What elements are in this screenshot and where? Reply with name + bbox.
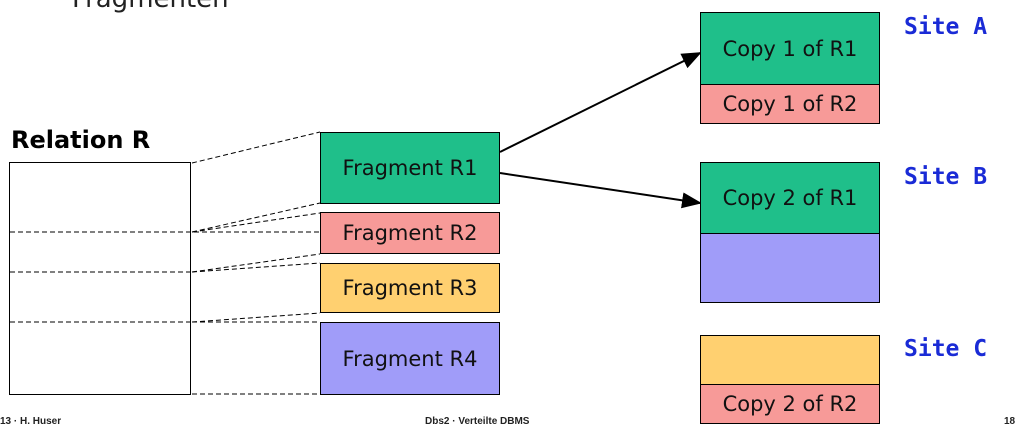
fragment-r3: Fragment R3	[320, 263, 500, 313]
site-c-copy-r2: Copy 2 of R2	[700, 384, 880, 424]
site-a-copy-r2: Copy 1 of R2	[700, 84, 880, 124]
footer-center: Dbs2 · Verteilte DBMS	[425, 416, 530, 427]
arrow-to-site-b	[499, 172, 702, 209]
site-b-label: Site B	[904, 164, 988, 190]
site-b-copy-r1: Copy 2 of R1	[700, 162, 880, 234]
relation-box	[9, 162, 191, 395]
site-a-copy-r1: Copy 1 of R1	[700, 12, 880, 85]
dashed-line-r3-bottom	[191, 312, 321, 323]
dashed-line-r1-bottom	[191, 202, 321, 233]
dashed-line-r1-top	[191, 131, 321, 164]
site-b-r4-block	[700, 233, 880, 303]
fragment-r2: Fragment R2	[320, 212, 500, 254]
fragment-r4: Fragment R4	[320, 322, 500, 395]
relation-title: Relation R	[11, 126, 151, 154]
dashed-line-r2-top	[191, 212, 321, 233]
arrow-to-site-a	[499, 52, 702, 153]
footer-left: 13 · H. Huser	[0, 416, 62, 427]
fragment-r1: Fragment R1	[320, 132, 500, 204]
footer-right: 18	[1004, 416, 1016, 427]
dashed-line-r2-bottom	[191, 253, 321, 273]
site-c-r3-block	[700, 335, 880, 385]
slide-title: Fragmenten	[72, 0, 229, 14]
dashed-line-r3-top	[191, 262, 321, 273]
site-a-label: Site A	[904, 14, 988, 40]
site-c-label: Site C	[904, 336, 988, 362]
